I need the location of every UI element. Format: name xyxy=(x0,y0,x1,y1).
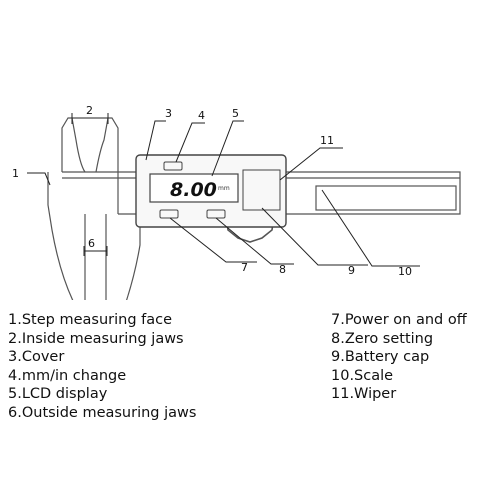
scale-window xyxy=(315,185,457,211)
leader-11 xyxy=(279,147,343,181)
legend-item: 9.Battery cap xyxy=(331,349,430,366)
mm-in-button xyxy=(163,161,183,171)
outside-jaw-fixed xyxy=(47,172,74,300)
legend-left: 1.Step measuring face 2.Inside measuring… xyxy=(8,311,196,423)
inside-jaw-fixed xyxy=(61,117,86,173)
legend-item: 10.Scale xyxy=(331,367,394,384)
leader-9 xyxy=(261,207,368,266)
callout-1: 1 xyxy=(12,167,19,180)
callout-6: 6 xyxy=(88,237,95,250)
legend-right: 7.Power on and off 8.Zero setting 9.Batt… xyxy=(331,311,467,404)
legend-item: 7.Power on and off xyxy=(331,312,467,328)
leader-3 xyxy=(145,120,166,161)
callout-5: 5 xyxy=(232,107,239,120)
legend-item: 1.Step measuring face xyxy=(8,312,173,328)
lcd-unit: mm xyxy=(218,185,230,192)
legend-item: 5.LCD display xyxy=(8,386,108,403)
lcd-display xyxy=(149,173,239,203)
callout-9: 9 xyxy=(348,264,355,277)
outside-jaw-sliding xyxy=(125,214,141,300)
dimension-outside-jaws xyxy=(83,246,108,256)
leader-lines xyxy=(27,120,420,267)
lcd-reading: 8.00 xyxy=(170,179,217,201)
leader-5 xyxy=(211,120,244,177)
leader-7 xyxy=(169,217,257,263)
power-button xyxy=(159,209,179,219)
callout-2: 2 xyxy=(86,104,93,117)
callout-10: 10 xyxy=(398,265,412,278)
legend-item: 11.Wiper xyxy=(331,386,397,403)
leader-1 xyxy=(27,172,51,186)
legend-item: 4.mm/in change xyxy=(8,367,127,384)
leader-8 xyxy=(215,217,294,265)
callout-4: 4 xyxy=(198,109,205,122)
callout-3: 3 xyxy=(165,107,172,120)
leader-4 xyxy=(175,122,205,163)
caliper-diagram: 8.00 mm xyxy=(12,104,461,300)
battery-cap xyxy=(242,169,281,211)
legend-item: 2.Inside measuring jaws xyxy=(8,330,184,347)
leader-10 xyxy=(321,189,420,267)
callout-7: 7 xyxy=(241,261,248,274)
legend-item: 3.Cover xyxy=(8,349,65,366)
dimension-inside-jaws xyxy=(71,113,109,124)
legend-item: 6.Outside measuring jaws xyxy=(8,404,197,421)
callout-8: 8 xyxy=(279,263,286,276)
legend-item: 8.Zero setting xyxy=(331,330,434,347)
callout-11: 11 xyxy=(320,134,334,147)
inside-jaw-sliding xyxy=(95,117,119,173)
